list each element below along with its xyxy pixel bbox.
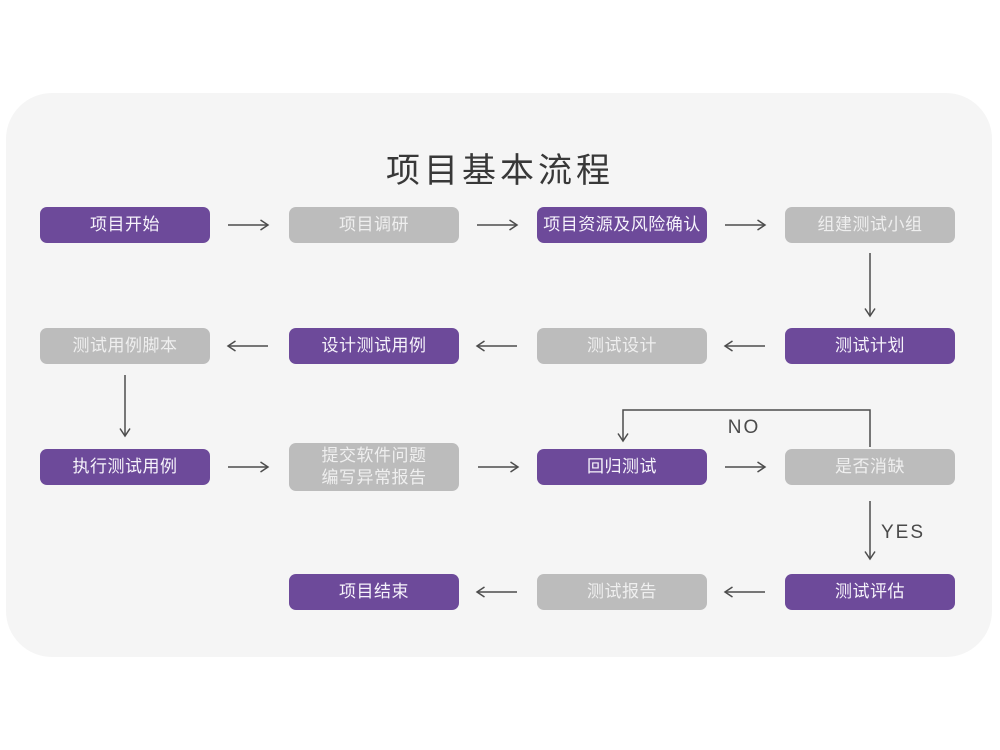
node-test-report: 测试报告 — [537, 574, 707, 610]
node-defect-resolved-decision: 是否消缺 — [785, 449, 955, 485]
node-test-plan: 测试计划 — [785, 328, 955, 364]
node-execute-test-cases: 执行测试用例 — [40, 449, 210, 485]
node-test-design: 测试设计 — [537, 328, 707, 364]
node-test-case-script: 测试用例脚本 — [40, 328, 210, 364]
diagram-title: 项目基本流程 — [386, 152, 614, 190]
node-design-test-cases: 设计测试用例 — [289, 328, 459, 364]
flowchart-card — [6, 93, 992, 657]
node-project-end: 项目结束 — [289, 574, 459, 610]
node-test-evaluation: 测试评估 — [785, 574, 955, 610]
node-regression-test: 回归测试 — [537, 449, 707, 485]
node-project-research: 项目调研 — [289, 207, 459, 243]
node-build-test-team: 组建测试小组 — [785, 207, 955, 243]
node-project-start: 项目开始 — [40, 207, 210, 243]
node-submit-issues-write-report: 提交软件问题 编写异常报告 — [289, 443, 459, 491]
node-resource-risk-confirm: 项目资源及风险确认 — [537, 207, 707, 243]
